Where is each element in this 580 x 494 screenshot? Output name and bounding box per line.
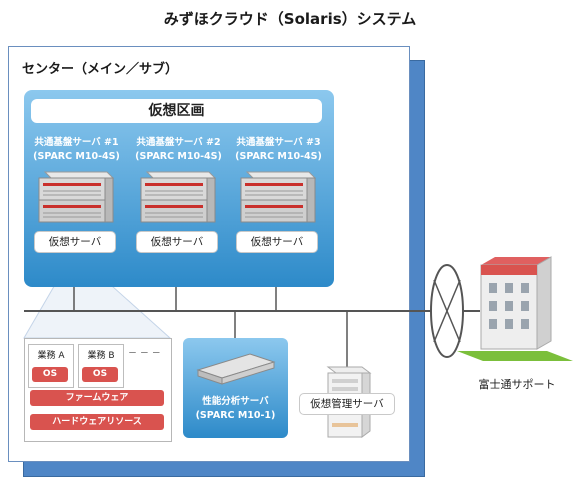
rack-server-icon-3 xyxy=(240,171,317,223)
server-name-2: 共通基盤サーバ #2 xyxy=(136,137,221,148)
server-model-1: (SPARC M10-4S) xyxy=(33,151,120,162)
virtual-server-3: 仮想サーバ xyxy=(236,231,318,253)
job-label-b: 業務 B xyxy=(87,351,115,361)
job-label-a: 業務 A xyxy=(37,351,65,361)
server-name-1: 共通基盤サーバ #1 xyxy=(34,137,119,148)
center-label: センター（メイン／サブ） xyxy=(22,62,179,77)
perf-server-icon xyxy=(196,353,276,385)
server-model-3: (SPARC M10-4S) xyxy=(235,151,322,162)
firmware-label: ファームウェア xyxy=(30,390,164,406)
virtual-server-2: 仮想サーバ xyxy=(136,231,218,253)
os-label-a: OS xyxy=(32,367,68,382)
support-label: 富士通サポート xyxy=(478,378,556,391)
server-caption-3: 共通基盤サーバ #3 (SPARC M10-4S) xyxy=(226,136,331,164)
page-title: みずほクラウド（Solaris）システム xyxy=(163,10,417,28)
server-model-2: (SPARC M10-4S) xyxy=(135,151,222,162)
rack-server-icon-1 xyxy=(38,171,115,223)
server-name-3: 共通基盤サーバ #3 xyxy=(236,137,321,148)
virtual-area-title: 仮想区画 xyxy=(31,99,322,123)
server-caption-2: 共通基盤サーバ #2 (SPARC M10-4S) xyxy=(126,136,231,164)
job-box-b: 業務 B xyxy=(78,344,124,388)
perf-server-model: (SPARC M10-1) xyxy=(195,410,276,421)
hardware-resource-label: ハードウェアリソース xyxy=(30,414,164,430)
perf-server-name: 性能分析サーバ xyxy=(202,396,269,407)
rack-server-icon-2 xyxy=(140,171,217,223)
virtual-server-1: 仮想サーバ xyxy=(34,231,116,253)
perf-server-panel xyxy=(183,338,288,438)
os-label-b: OS xyxy=(82,367,118,382)
more-jobs-ellipsis: － － － xyxy=(128,349,161,359)
router-cross-2 xyxy=(433,279,461,343)
server-caption-1: 共通基盤サーバ #1 (SPARC M10-4S) xyxy=(24,136,129,164)
support-building-icon xyxy=(457,256,573,361)
perf-server-caption: 性能分析サーバ (SPARC M10-1) xyxy=(183,395,288,423)
job-box-a: 業務 A xyxy=(28,344,74,388)
vm-server-label: 仮想管理サーバ xyxy=(299,393,395,415)
